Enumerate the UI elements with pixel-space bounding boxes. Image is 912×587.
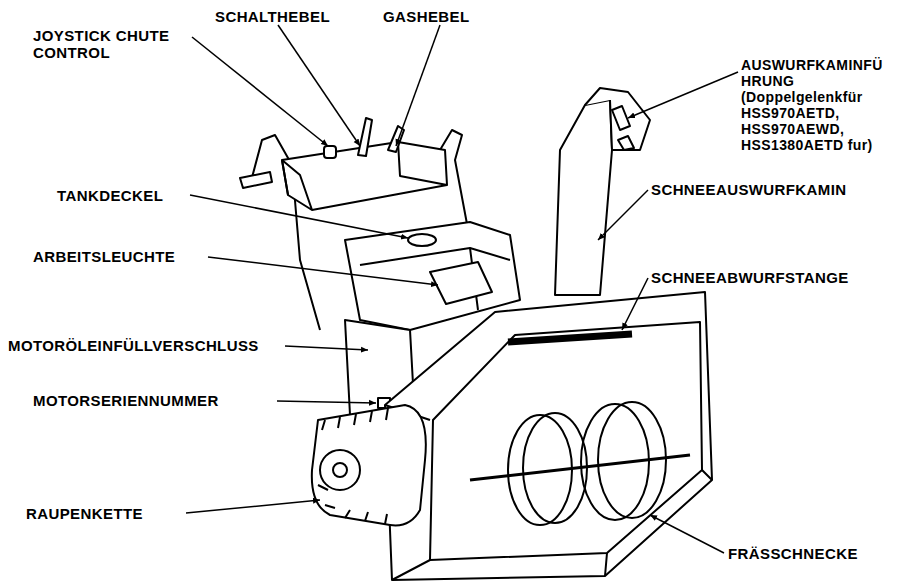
housing-edges — [385, 405, 712, 580]
leader-lines — [186, 25, 738, 553]
part-label: GASHEBEL — [383, 8, 470, 25]
part-label: FRÄSSCHNECKE — [728, 545, 858, 562]
part-label: MOTORÖLEINFÜLLVERSCHLUSS — [8, 337, 259, 354]
auger-housing — [385, 292, 712, 580]
part-label: SCHNEEABWURFSTANGE — [651, 269, 849, 286]
scraper-bar — [508, 334, 632, 342]
track — [312, 405, 426, 525]
snow-chute — [555, 100, 612, 295]
deflector-slots — [612, 106, 634, 150]
left-grip — [240, 172, 272, 188]
chute-deflector — [585, 88, 650, 150]
work-light — [430, 262, 492, 304]
part-label: JOYSTICK CHUTE CONTROL — [33, 27, 203, 61]
track-wheel — [320, 450, 360, 490]
track-treads — [318, 408, 388, 524]
joystick — [324, 146, 336, 158]
part-label: AUSWURFKAMINFÜ HRUNG (Doppelgelenkfür HS… — [741, 57, 911, 153]
machine-drawing — [240, 88, 712, 580]
part-label: SCHNEEAUSWURFKAMIN — [651, 181, 847, 198]
part-label: MOTORSERIENNUMMER — [33, 392, 219, 409]
fuel-cap — [408, 234, 436, 246]
engine-edges — [360, 248, 510, 310]
housing-opening — [430, 322, 702, 560]
track-hub — [333, 463, 347, 477]
part-label: ARBEITSLEUCHTE — [33, 248, 175, 265]
part-label: SCHALTHEBEL — [215, 8, 330, 25]
part-label: TANKDECKEL — [57, 187, 163, 204]
part-label: RAUPENKETTE — [26, 505, 143, 522]
shift-lever — [358, 118, 372, 156]
auger — [470, 402, 690, 525]
